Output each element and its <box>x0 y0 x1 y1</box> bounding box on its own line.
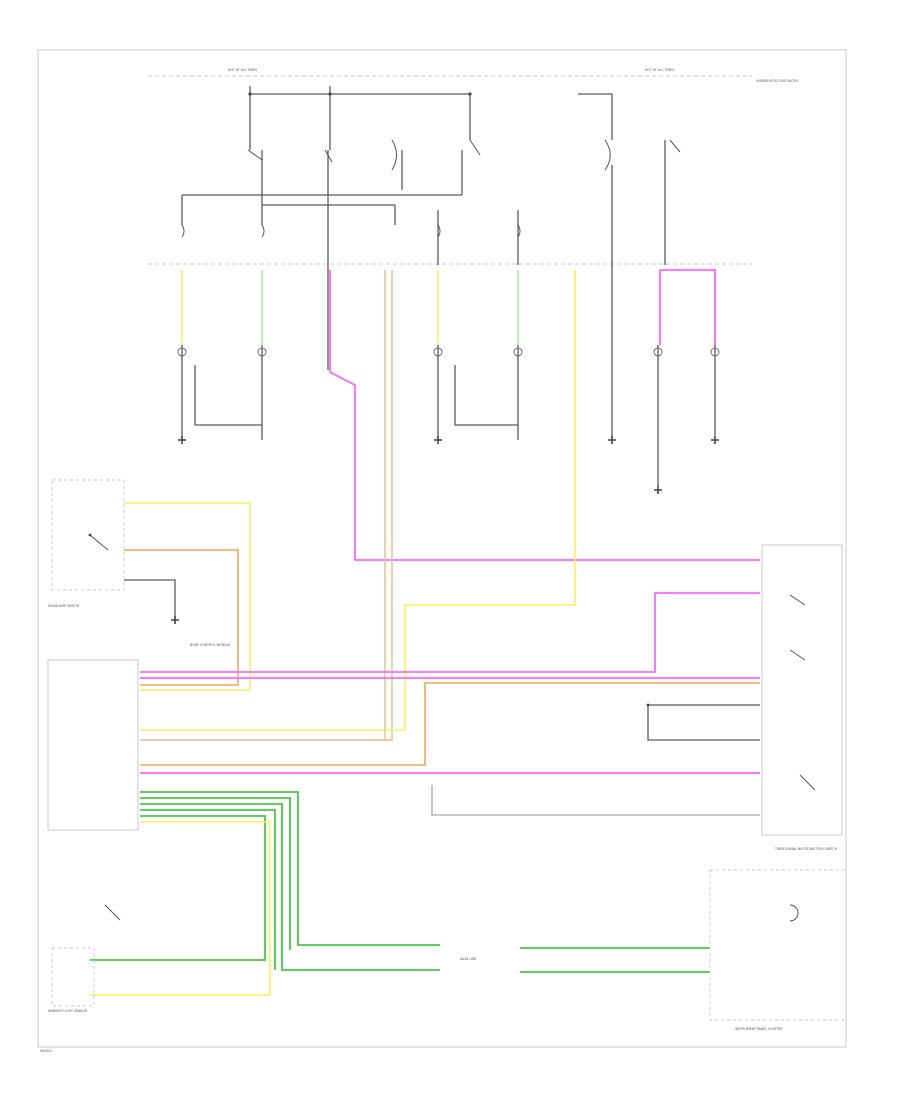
switch-icon <box>669 139 681 153</box>
ground-icon <box>608 436 616 444</box>
ground-icon <box>434 436 442 444</box>
svg-text:HEADLAMP SWITCH: HEADLAMP SWITCH <box>48 604 80 608</box>
hot-label-left: HOT AT ALL TIMES <box>228 68 257 72</box>
relay-block-wiring <box>181 86 666 440</box>
svg-text:AMBIENT LIGHT SENSOR: AMBIENT LIGHT SENSOR <box>48 1009 88 1013</box>
svg-text:TURN SIGNAL MULTIFUNCTION SWIT: TURN SIGNAL MULTIFUNCTION SWITCH <box>774 847 838 851</box>
headlamp-switch: HEADLAMP SWITCH <box>48 479 179 624</box>
headlamp-bulbs <box>177 347 720 357</box>
switch-icon <box>604 139 611 171</box>
switch-icon <box>324 149 333 163</box>
ground-icon <box>171 616 179 624</box>
headlamp-switch-outputs <box>124 502 251 691</box>
lamp-icon <box>433 347 443 357</box>
switch-icon <box>799 774 816 791</box>
fuse-block-label: UNDERHOOD FUSE BLOCK <box>756 79 799 83</box>
ambient-light-sensor: AMBIENT LIGHT SENSOR <box>48 904 121 1013</box>
right-lamp-wiring <box>657 269 716 490</box>
relay-switches <box>247 92 681 171</box>
lamp-icon <box>257 347 267 357</box>
switch-icon <box>247 149 263 161</box>
svg-text:BODY CONTROL MODULE: BODY CONTROL MODULE <box>190 643 230 647</box>
body-control-module: BODY CONTROL MODULE <box>47 592 760 831</box>
switch-icon <box>104 904 121 921</box>
long-signal-runs <box>140 270 760 741</box>
lamp-icon <box>789 904 799 922</box>
hot-label-right: HOT AT ALL TIMES <box>645 68 674 72</box>
switch-icon <box>789 594 806 606</box>
switch-icon <box>89 534 109 551</box>
fuses <box>181 224 521 238</box>
ground-icon <box>178 436 186 444</box>
switch-icon <box>469 139 481 156</box>
headlamp-feed-wires <box>181 270 519 440</box>
lamp-icon <box>513 347 523 357</box>
svg-text:DATA LINK: DATA LINK <box>460 957 477 961</box>
switch-icon <box>789 649 806 661</box>
turn-signal-switch: TURN SIGNAL MULTIFUNCTION SWITCH <box>761 544 843 851</box>
switch-icon <box>391 139 397 171</box>
lamp-icon <box>177 347 187 357</box>
serial-data-lines: DATA LINK <box>90 791 710 996</box>
svg-text:INSTRUMENT PANEL CLUSTER: INSTRUMENT PANEL CLUSTER <box>735 1027 783 1031</box>
diagram-border <box>37 49 847 1048</box>
footer-code: W/I/001 <box>40 1049 52 1053</box>
instrument-panel-cluster: INSTRUMENT PANEL CLUSTER <box>709 869 847 1031</box>
grounds <box>178 436 719 494</box>
